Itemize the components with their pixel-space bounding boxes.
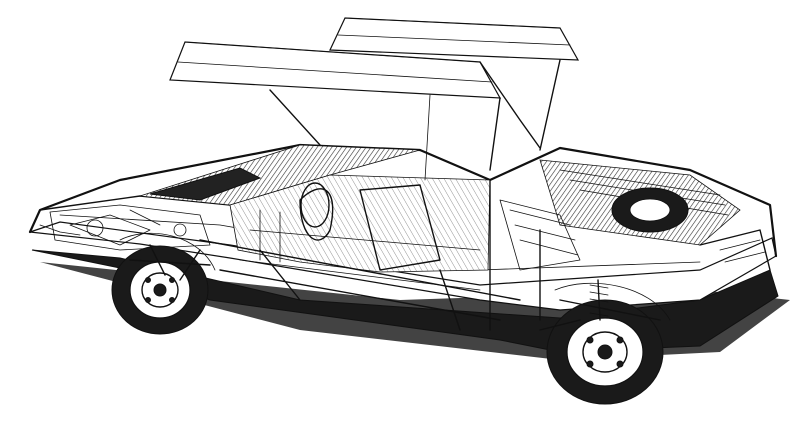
chassis-frame xyxy=(199,179,541,331)
gullwing-doors xyxy=(169,17,580,181)
rear-suspension xyxy=(539,279,661,331)
rear-wheel xyxy=(546,282,671,405)
cabin-interior xyxy=(229,174,491,291)
front-suspension xyxy=(129,244,211,281)
rear-engine-bay xyxy=(499,159,771,271)
windscreen xyxy=(139,144,421,206)
front-mechanicals xyxy=(39,204,211,251)
